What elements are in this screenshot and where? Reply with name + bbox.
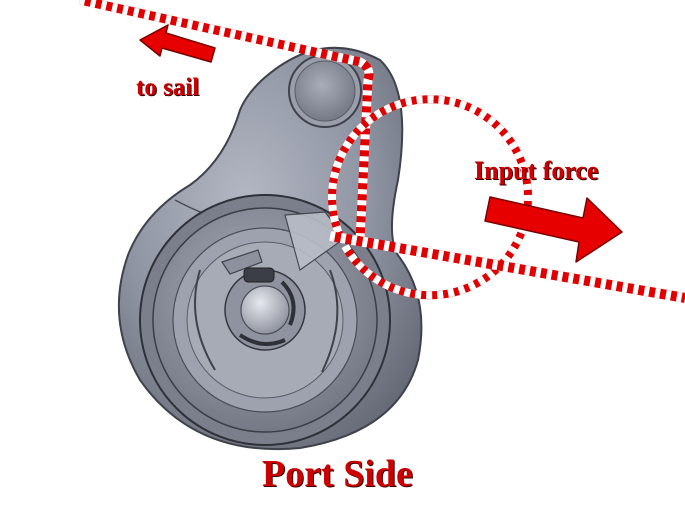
arrow-right-icon bbox=[484, 196, 623, 263]
center-hub bbox=[224, 267, 306, 351]
rope-wrap bbox=[328, 95, 532, 300]
to-sail-label: to sail bbox=[136, 74, 200, 101]
port-side-label: Port Side bbox=[262, 453, 413, 495]
input-force-label: Input force bbox=[474, 156, 599, 185]
arrow-left-icon bbox=[139, 24, 216, 63]
rope-upper bbox=[79, 0, 374, 241]
rope-output bbox=[329, 231, 685, 303]
top-shackle-boss bbox=[288, 54, 362, 128]
